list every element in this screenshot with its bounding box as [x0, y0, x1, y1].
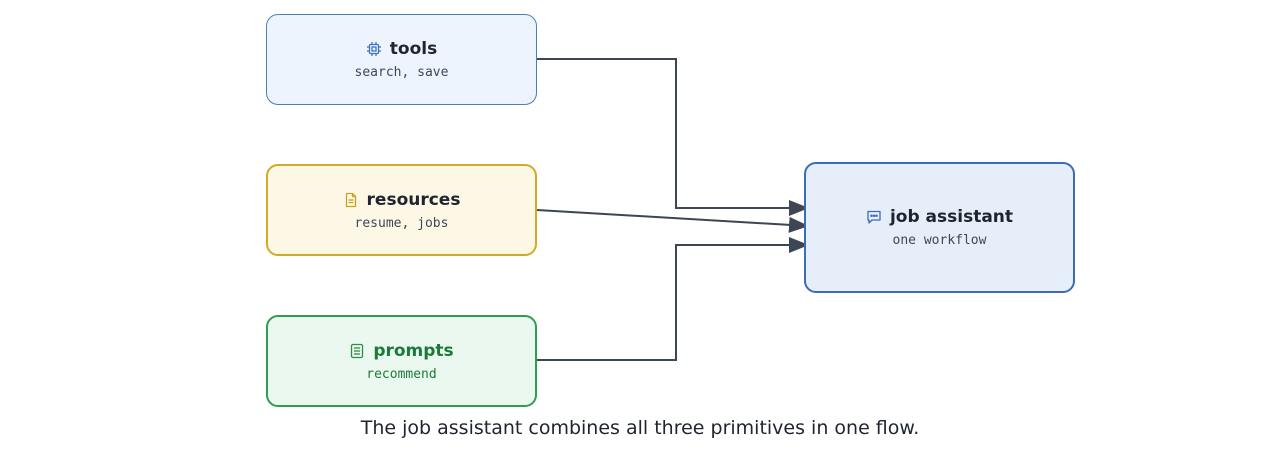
connector-resources-to-assistant	[536, 209, 809, 233]
connector-prompts-to-assistant	[537, 237, 809, 361]
list-icon	[349, 343, 365, 359]
prompts-node: prompts recommend	[266, 315, 537, 407]
chip-icon	[366, 41, 382, 57]
resources-subtitle: resume, jobs	[354, 215, 449, 231]
job-assistant-node: job assistant one workflow	[804, 162, 1075, 293]
job-assistant-title: job assistant	[889, 207, 1014, 227]
tools-node: tools search, save	[266, 14, 537, 105]
job-assistant-subtitle: one workflow	[892, 233, 987, 248]
diagram-caption: The job assistant combines all three pri…	[360, 417, 920, 439]
prompts-title: prompts	[373, 340, 454, 361]
resources-node: resources resume, jobs	[266, 164, 537, 256]
tools-title: tools	[389, 39, 438, 59]
resources-title: resources	[366, 189, 461, 210]
prompts-subtitle: recommend	[366, 366, 437, 382]
chat-icon	[866, 209, 882, 225]
document-icon	[343, 192, 359, 208]
connector-tools-to-assistant	[537, 58, 809, 216]
tools-subtitle: search, save	[354, 65, 449, 80]
